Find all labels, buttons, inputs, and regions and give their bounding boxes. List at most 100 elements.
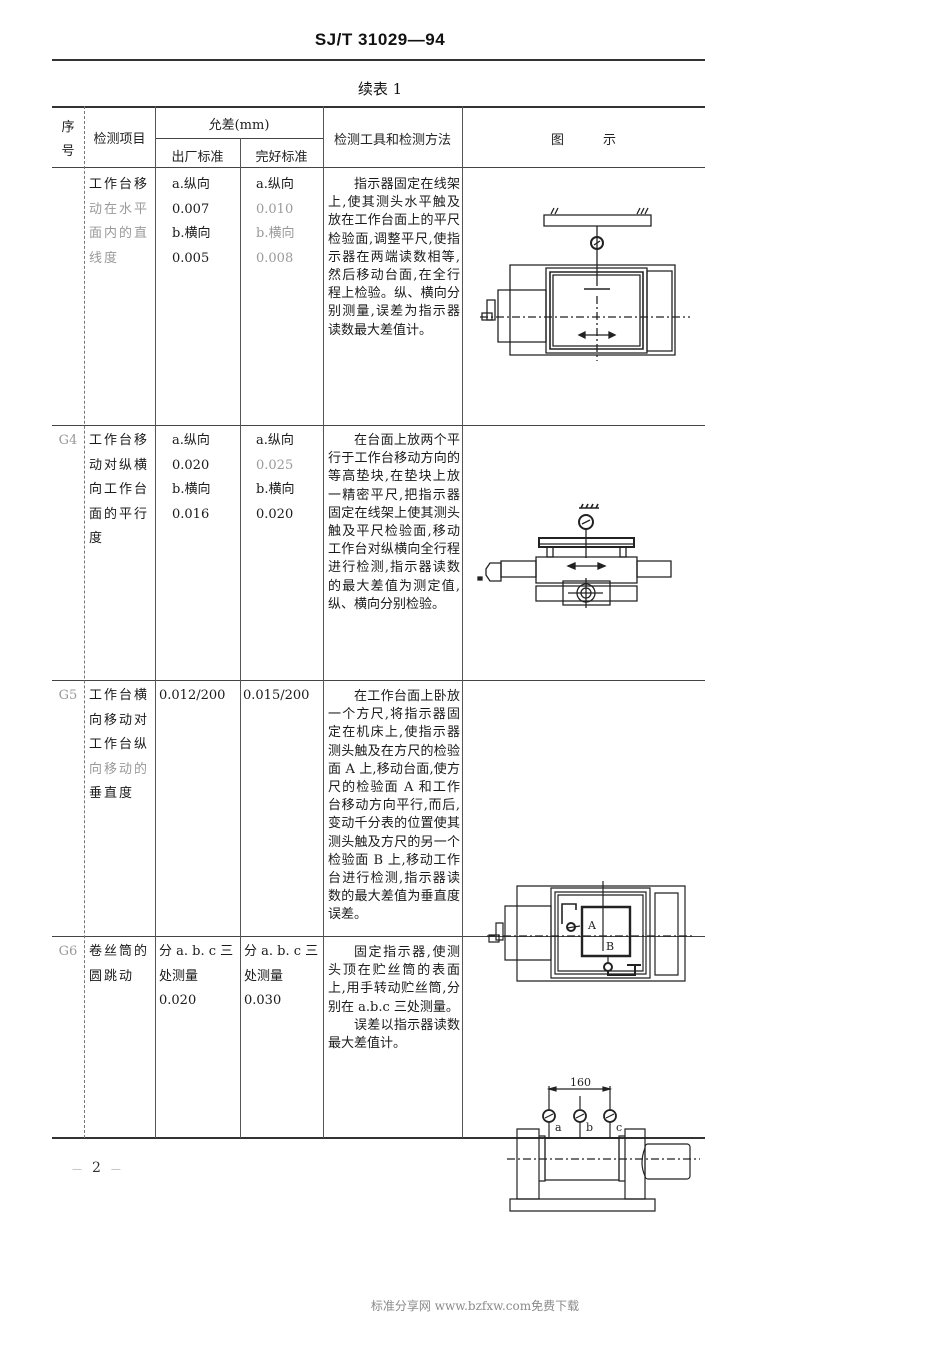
- item-line: 垂直度: [89, 786, 135, 801]
- item-line: 动对纵横: [89, 457, 150, 473]
- perpendicularity-diagram: A B: [465, 866, 705, 996]
- value-line: 0.005: [172, 250, 210, 266]
- col-divider: [84, 106, 85, 1138]
- value-line: 处测量: [244, 968, 284, 984]
- value-line: 0.020: [172, 457, 210, 473]
- value-line: a.纵向: [256, 177, 294, 192]
- item-line: 向移动对: [89, 712, 150, 728]
- row-item: 工作台移 动对纵横 向工作台 面的平行 度: [89, 429, 155, 552]
- item-line: 动在水平: [89, 201, 150, 217]
- table-bottom-border: [52, 1137, 705, 1139]
- table-top-border: [52, 106, 705, 108]
- row-factory-std: 分 a. b. c 三 处测量 0.020: [159, 940, 241, 1014]
- row-good-std: 0.015/200: [243, 684, 323, 709]
- header-good-std: 完好标准: [255, 150, 308, 165]
- col-divider: [323, 106, 324, 1138]
- item-line: 向移动的: [89, 761, 150, 777]
- item-line: 卷丝筒的: [89, 944, 150, 959]
- method-paragraph: 误差以指示器读数最大差值计。: [328, 1017, 460, 1052]
- value-line: 0.020: [159, 993, 197, 1008]
- item-line: 工作台横: [89, 688, 150, 703]
- header-tolerance: 允差(mm): [208, 118, 270, 133]
- value-line: b.横向: [256, 482, 295, 497]
- value-line: 0.016: [172, 506, 210, 522]
- col-divider: [240, 138, 241, 1138]
- row-separator: [52, 425, 705, 426]
- value-line: b.横向: [256, 226, 295, 241]
- method-paragraph: 在台面上放两个平行于工作台移动方向的等高垫块,在垫块上放一精密平尺,把指示器固定…: [328, 433, 460, 612]
- value-line: 0.007: [172, 201, 210, 217]
- value-line: a.纵向: [172, 177, 210, 192]
- item-line: 度: [89, 531, 105, 546]
- header-no: 序 号: [52, 116, 84, 164]
- item-line: 线度: [89, 250, 120, 266]
- value-line: a.纵向: [172, 433, 210, 448]
- value-line: 0.030: [244, 993, 282, 1008]
- row-method: 指示器固定在线架上,使其测头水平触及放在工作台面上的平尺检验面,调整平尺,使指示…: [328, 176, 460, 340]
- item-line: 面内的直: [89, 226, 150, 241]
- row-separator: [52, 680, 705, 681]
- value-line: 分 a. b. c 三: [159, 944, 234, 959]
- straightness-diagram: [465, 206, 705, 406]
- method-paragraph: 固定指示器,使测头顶在贮丝筒的表面上,用手转动贮丝筒,分别在 a.b.c 三处测…: [328, 945, 460, 1015]
- tolerance-subheader-rule: [155, 138, 323, 139]
- value-line: 0.010: [256, 201, 294, 217]
- row-separator: [52, 936, 705, 937]
- inspection-table: 序 号 检测项目 允差(mm) 出厂标准 完好标准 检测工具和检测方法 图 示 …: [52, 106, 705, 1138]
- header-factory-std: 出厂标准: [171, 150, 224, 165]
- value-line: 0.025: [256, 457, 294, 473]
- header-rule: [52, 59, 705, 61]
- row-factory-std: a.纵向 0.020 b.横向 0.016: [172, 429, 238, 527]
- row-item: 卷丝筒的 圆跳动: [89, 940, 155, 989]
- svg-text:a: a: [555, 1121, 562, 1134]
- page-number: —2—: [72, 1160, 121, 1176]
- row-method: 在工作台面上卧放一个方尺,将指示器固定在机床上,使指示器测头触及在方尺的检验面 …: [328, 688, 460, 925]
- svg-text:b: b: [586, 1121, 593, 1134]
- svg-text:B: B: [606, 940, 614, 953]
- item-line: 向工作台: [89, 482, 150, 497]
- header-bottom-rule: [52, 167, 705, 168]
- row-no: G4: [58, 433, 78, 448]
- value-line: b.横向: [172, 482, 211, 497]
- row-factory-std: a.纵向 0.007 b.横向 0.005: [172, 173, 238, 271]
- col-divider: [462, 106, 463, 1138]
- method-paragraph: 指示器固定在线架上,使其测头水平触及放在工作台面上的平尺检验面,调整平尺,使指示…: [328, 177, 460, 338]
- header-method: 检测工具和检测方法: [333, 133, 451, 148]
- row-item: 工作台移 动在水平 面内的直 线度: [89, 173, 155, 271]
- standard-code: SJ/T 31029—94: [314, 30, 446, 49]
- svg-text:c: c: [616, 1121, 622, 1134]
- col-divider: [155, 106, 156, 1138]
- value-line: 0.015/200: [243, 688, 310, 703]
- value-line: 0.012/200: [159, 688, 226, 703]
- item-line: 工作台移: [89, 177, 150, 192]
- row-no: G6: [58, 944, 78, 959]
- watermark-footer: 标准分享网 www.bzfxw.com免费下载: [370, 1299, 580, 1313]
- svg-text:A: A: [587, 919, 597, 932]
- parallelism-diagram: [465, 486, 705, 626]
- value-line: 处测量: [159, 968, 199, 984]
- row-no: G5: [58, 688, 78, 703]
- svg-text:160: 160: [570, 1076, 591, 1089]
- value-line: a.纵向: [256, 433, 294, 448]
- header-no-line2: 号: [61, 144, 75, 159]
- item-line: 工作台纵: [89, 737, 150, 752]
- row-method: 固定指示器,使测头顶在贮丝筒的表面上,用手转动贮丝筒,分别在 a.b.c 三处测…: [328, 944, 460, 1053]
- row-good-std: a.纵向 0.010 b.横向 0.008: [256, 173, 322, 271]
- row-factory-std: 0.012/200: [159, 684, 239, 709]
- row-good-std: a.纵向 0.025 b.横向 0.020: [256, 429, 322, 527]
- row-method: 在台面上放两个平行于工作台移动方向的等高垫块,在垫块上放一精密平尺,把指示器固定…: [328, 432, 460, 614]
- row-item: 工作台横 向移动对 工作台纵 向移动的 垂直度: [89, 684, 155, 807]
- value-line: 0.020: [256, 506, 294, 522]
- table-caption: 续表 1: [357, 80, 403, 98]
- item-line: 工作台移: [89, 433, 150, 448]
- value-line: b.横向: [172, 226, 211, 241]
- header-figure: 图 示: [550, 133, 616, 148]
- item-line: 圆跳动: [89, 968, 135, 984]
- row-good-std: 分 a. b. c 三 处测量 0.030: [244, 940, 324, 1014]
- header-item: 检测项目: [93, 132, 146, 147]
- item-line: 面的平行: [89, 506, 150, 522]
- header-no-line1: 序: [61, 120, 75, 135]
- page-number-value: 2: [92, 1160, 101, 1176]
- value-line: 分 a. b. c 三: [244, 944, 319, 959]
- value-line: 0.008: [256, 250, 294, 266]
